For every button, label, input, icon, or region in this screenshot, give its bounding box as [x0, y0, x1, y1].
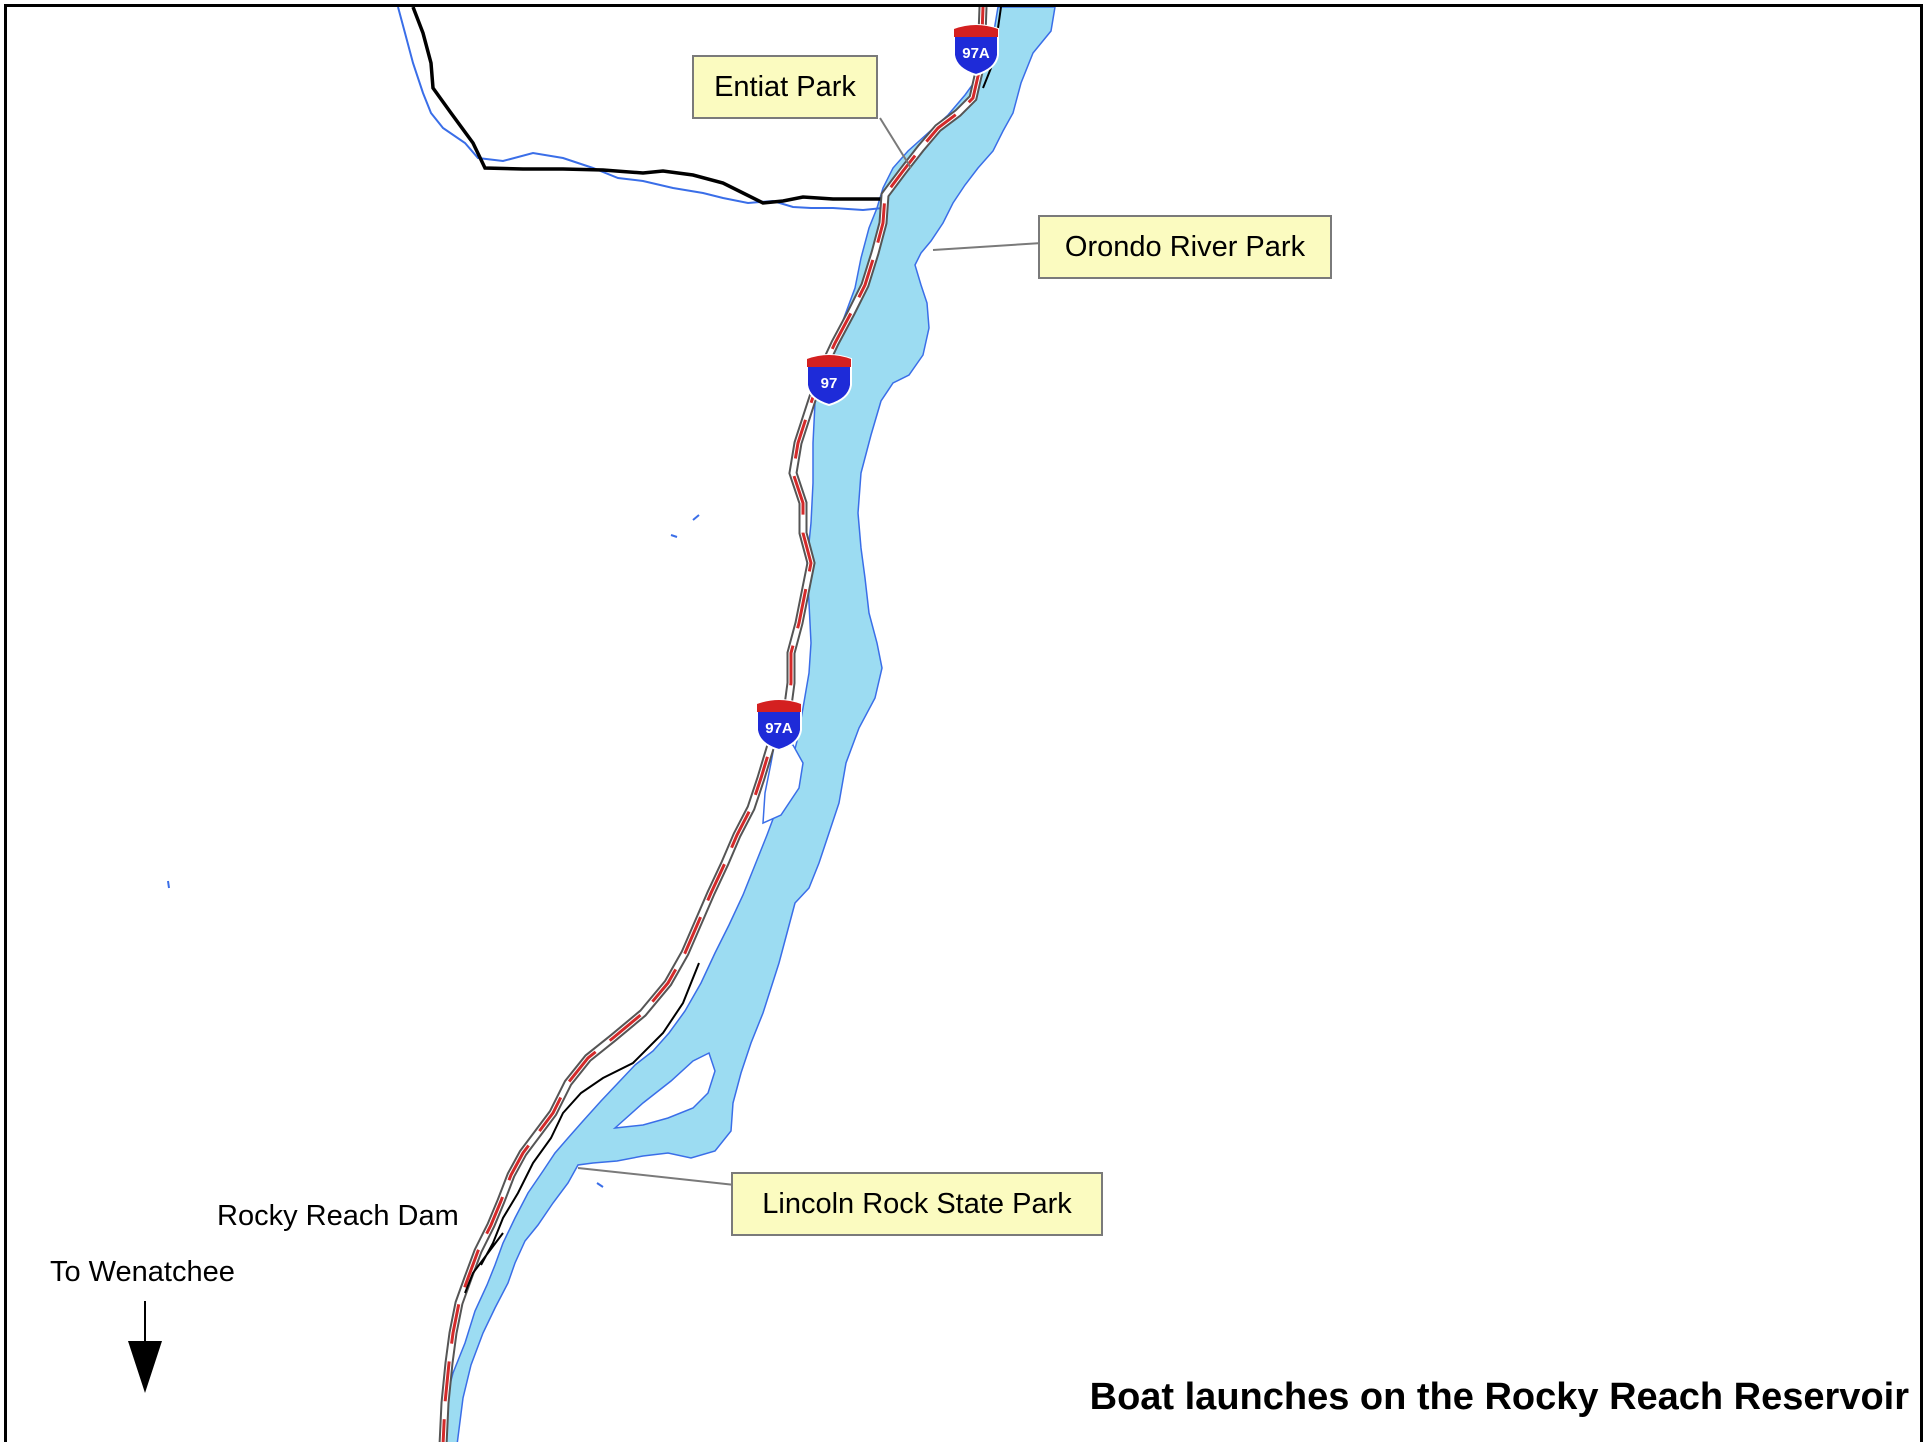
lincoln-leader — [577, 1167, 736, 1186]
shield-label: 97A — [962, 45, 990, 62]
island — [612, 1051, 716, 1129]
entiat-leader — [879, 117, 912, 169]
interstate-shield-middle: 97 — [806, 354, 852, 407]
entiat-road — [411, 7, 890, 205]
direction-arrow-icon — [128, 1341, 162, 1393]
shield-label: 97 — [821, 375, 838, 392]
to-wenatchee-label: To Wenatchee — [50, 1256, 235, 1288]
rocky-reach-dam-label: Rocky Reach Dam — [217, 1200, 459, 1232]
entiat-park-callout[interactable]: Entiat Park — [692, 55, 878, 119]
interstate-shield-top: 97A — [953, 24, 999, 77]
lincoln-rock-state-park-callout[interactable]: Lincoln Rock State Park — [731, 1172, 1103, 1236]
map-title: Boat launches on the Rocky Reach Reservo… — [1089, 1376, 1909, 1418]
orondo-river-park-callout[interactable]: Orondo River Park — [1038, 215, 1332, 279]
interstate-shield-lower: 97A — [756, 699, 802, 752]
reservoir-water — [442, 7, 1056, 1442]
orondo-leader — [932, 242, 1043, 251]
backwater — [762, 740, 804, 825]
pond — [167, 514, 700, 1188]
entiat-river — [397, 7, 884, 212]
map-canvas[interactable]: 97A 97 97A — [7, 7, 1923, 1442]
shield-label: 97A — [765, 720, 793, 737]
highway-97a-red — [441, 7, 985, 1442]
